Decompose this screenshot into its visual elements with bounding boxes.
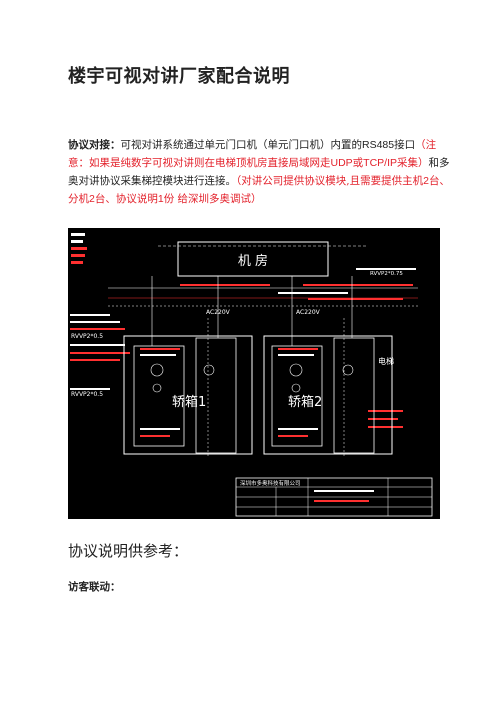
machine-room-box [177, 241, 329, 277]
para-text-2: 接口 [394, 139, 416, 151]
para-or: 或 [352, 157, 364, 169]
rvvp-left-label: RVVP2*0.5 [71, 333, 103, 340]
para-red-note-1b: 采集） [397, 157, 429, 169]
elevator-shaft-2 [263, 276, 393, 458]
protocol-paragraph: 协议对接：可视对讲系统通过单元门口机（单元门口机）内置的RS485接口（注意：如… [68, 136, 453, 208]
para-text-3: 和多奥对讲协议采集梯控模块进行连接。 [68, 157, 450, 187]
machine-room-label: 机 房 [238, 253, 268, 269]
car-1-label: 轿箱1 [172, 394, 206, 410]
para-num-1: 1 [157, 193, 164, 205]
elevator-shaft-1 [123, 276, 253, 458]
car-2-label: 轿箱2 [288, 394, 322, 410]
para-red-note-3: 台、分机 [68, 175, 450, 205]
page-title: 楼宇可视对讲厂家配合说明 [68, 66, 290, 87]
legend-marks [71, 233, 87, 264]
rvvp-right-label: RVVP2*0.75 [370, 271, 403, 277]
rvvp-left-label-2: RVVP2*0.5 [71, 391, 103, 398]
para-udp: UDP [330, 157, 353, 169]
para-num-2a: 2 [423, 175, 429, 187]
para-red-note-2: （对讲公司提供协议模块,且需要提供主机 [236, 175, 424, 187]
wiring-diagram-svg: 机 房 AC220V AC220V RVVP2* [70, 233, 433, 517]
cad-annotations [70, 268, 416, 428]
para-rs485: RS485 [362, 139, 395, 151]
ac220-label-2: AC220V [296, 309, 321, 316]
para-red-note-1: （注意：如果是纯数字可视对讲则在电梯顶机房直接局域网走 [68, 139, 437, 169]
para-num-2b: 2 [89, 193, 95, 205]
title-block [235, 477, 433, 517]
protocol-reference-heading: 协议说明供参考： [68, 542, 189, 560]
elevator-label: 电梯 [378, 356, 394, 366]
company-label: 深圳市多奥科技有限公司 [240, 479, 301, 487]
ac220-label-1: AC220V [206, 309, 231, 316]
protocol-label: 协议对接： [68, 139, 121, 151]
para-red-note-4: 台、协议说明 [94, 193, 158, 205]
para-red-note-5: 份 给深圳多奥调试） [163, 193, 262, 205]
para-text-1: 可视对讲系统通过单元门口机（单元门口机）内置的 [120, 139, 363, 151]
visitor-linkage-heading: 访客联动： [68, 581, 121, 593]
para-tcp: TCP/IP [363, 157, 398, 169]
wiring-diagram: 机 房 AC220V AC220V RVVP2* [68, 228, 440, 519]
